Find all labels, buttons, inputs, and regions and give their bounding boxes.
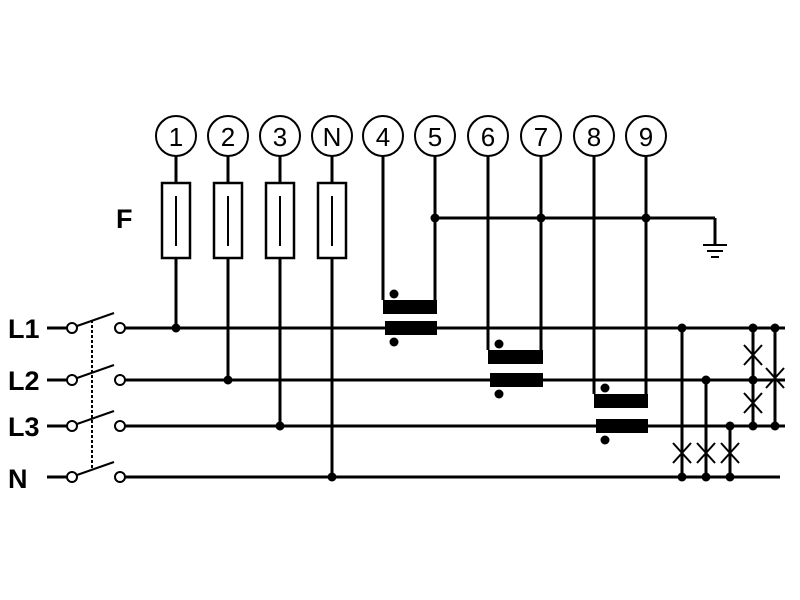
surge-cross [696,442,716,464]
junction-dot [327,472,337,482]
switch-contact [114,374,126,386]
junction-dot [770,421,780,431]
ct-polarity-dot [389,337,399,347]
switch-contact [114,471,126,483]
switch-contact [66,420,78,432]
junction-dot [748,375,758,385]
line-label-l3: L3 [8,412,40,442]
line-label-l2: L2 [8,366,40,396]
switch-contact [66,322,78,334]
ct-secondary-winding [594,394,648,408]
junction-dot [677,323,687,333]
switch-contact [66,471,78,483]
terminal-label: 7 [534,122,548,152]
junction-dot [770,323,780,333]
junction-dot [171,323,181,333]
junction-dot [223,375,233,385]
ct-primary-winding [490,373,543,387]
switch-blade [76,410,115,425]
surge-cross [765,367,785,389]
ct-primary-winding [385,321,437,335]
switch-contact [114,322,126,334]
terminal-label: 4 [376,122,390,152]
junction-dot [748,421,758,431]
terminal-label: 2 [221,122,235,152]
terminal-label: 3 [273,122,287,152]
ct-secondary-winding [383,300,437,314]
terminal-label: N [323,122,342,152]
fuse-label: F [116,204,133,234]
ct-polarity-dot [600,383,610,393]
terminal-label: 6 [481,122,495,152]
surge-cross [743,392,763,414]
line-label-l1: L1 [8,314,40,344]
ct-polarity-dot [389,289,399,299]
ct-polarity-dot [600,435,610,445]
surge-cross [720,442,740,464]
junction-dot [701,472,711,482]
switch-contact [114,420,126,432]
junction-dot [748,323,758,333]
terminal-label: 8 [587,122,601,152]
surge-cross [743,344,763,366]
junction-dot [275,421,285,431]
switch-contact [66,374,78,386]
terminal-label: 9 [639,122,653,152]
switch-blade [76,312,115,327]
surge-cross [672,442,692,464]
ct-polarity-dot [494,339,504,349]
ct-secondary-winding [488,350,543,364]
ct-primary-winding [596,419,648,433]
ct-polarity-dot [494,389,504,399]
switch-blade [76,364,115,379]
junction-dot [725,472,735,482]
line-label-n: N [8,464,28,494]
terminal-label: 1 [169,122,183,152]
junction-dot [701,375,711,385]
terminal-label: 5 [428,122,442,152]
switch-blade [76,461,115,476]
junction-dot [725,421,735,431]
junction-dot [677,472,687,482]
